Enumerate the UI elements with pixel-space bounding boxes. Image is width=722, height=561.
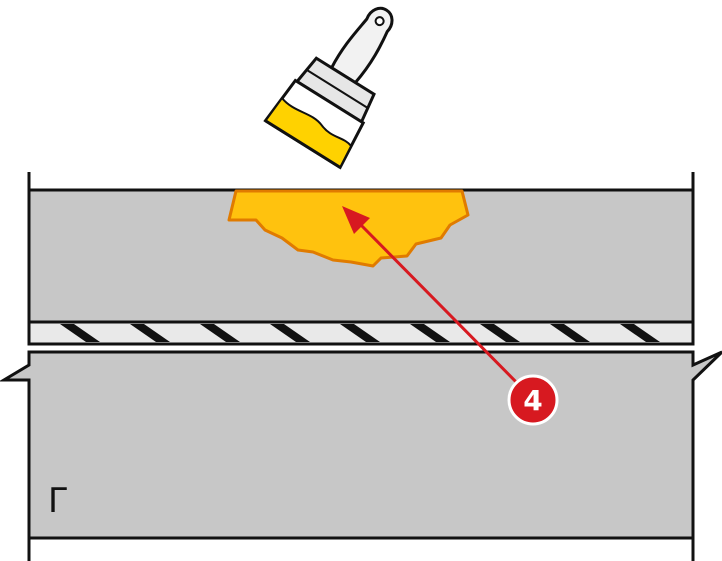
corner-label: Г (48, 481, 69, 521)
joint-hatching (60, 324, 660, 342)
hatch-mark (130, 324, 170, 342)
hatch-mark (410, 324, 450, 342)
paint-brush-icon (263, 6, 394, 170)
callout-number: 4 (523, 384, 542, 417)
hatch-mark (60, 324, 100, 342)
hatch-mark (270, 324, 310, 342)
bottom-slab (0, 350, 722, 561)
hatch-mark (620, 324, 660, 342)
sealant-patch (227, 189, 470, 268)
hatch-mark (200, 324, 240, 342)
callout-arrow (342, 206, 529, 395)
hatch-mark (340, 324, 380, 342)
hatch-mark (480, 324, 520, 342)
callout-badge: 4 (507, 374, 559, 426)
joint-strip (27, 320, 695, 346)
hatch-mark (550, 324, 590, 342)
